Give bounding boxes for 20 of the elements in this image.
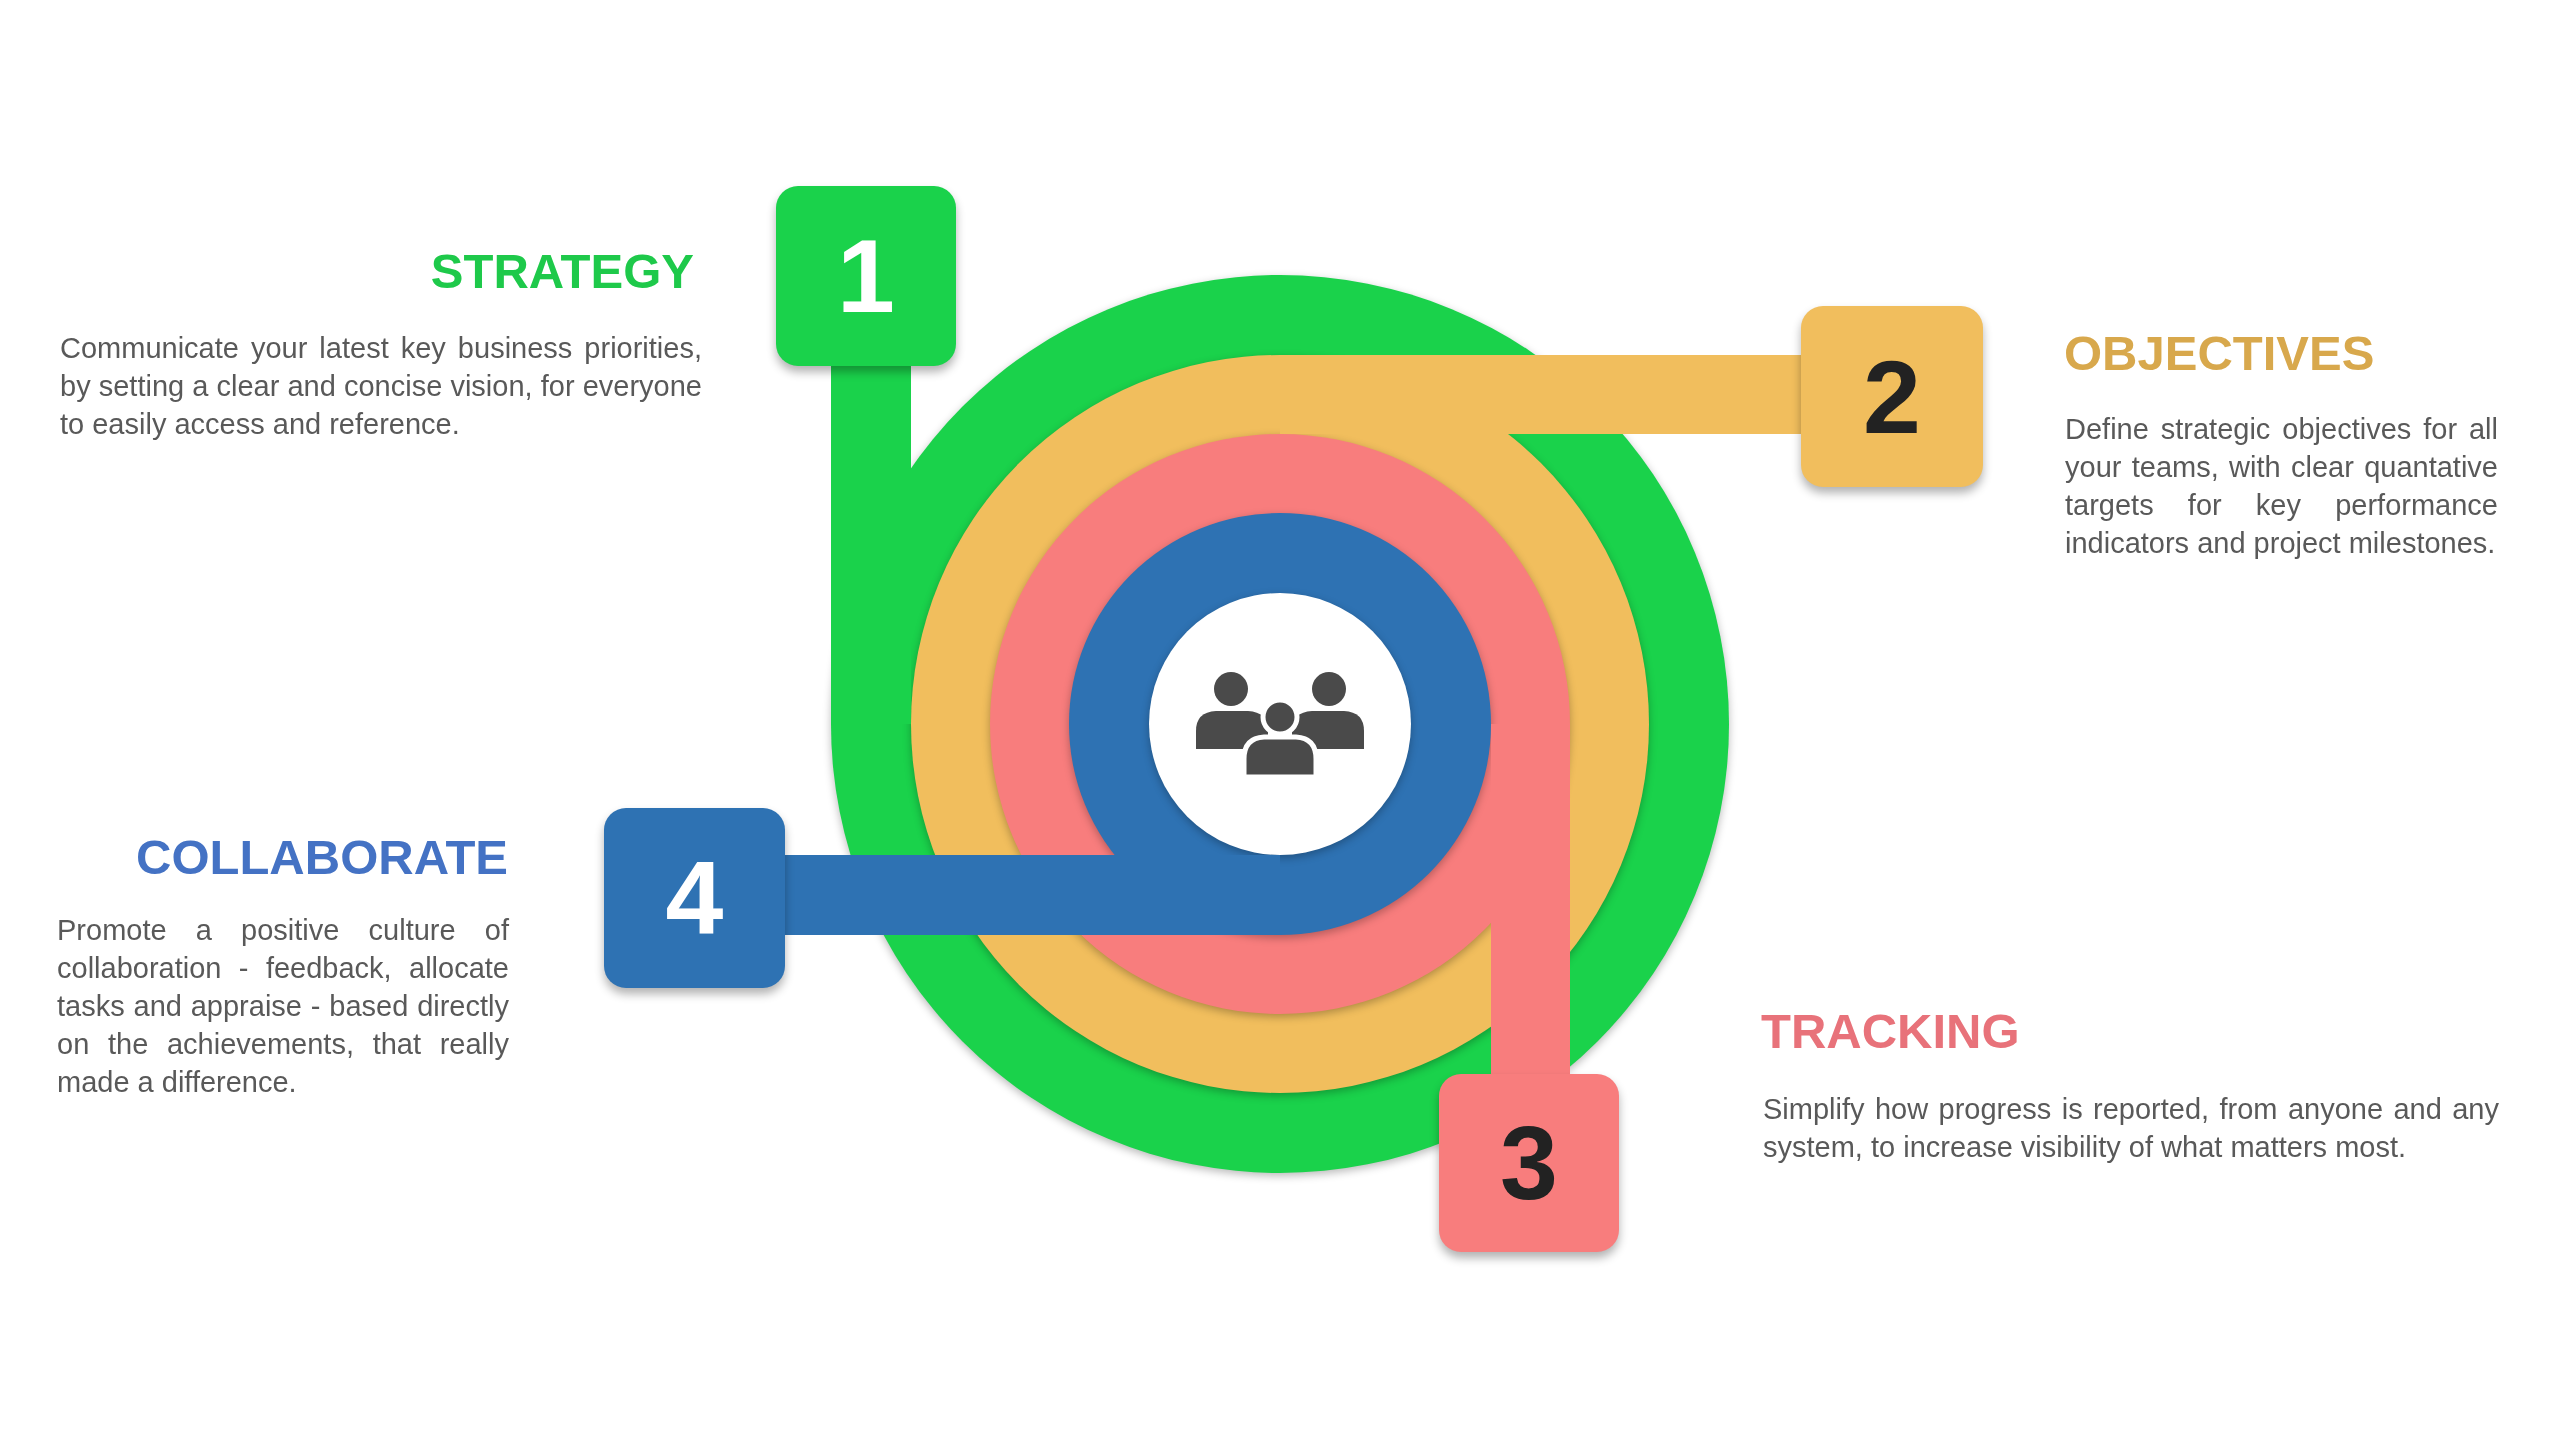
step-number-tile	[776, 186, 956, 366]
step-heading: OBJECTIVES	[2064, 325, 2375, 381]
step-number: 3	[1500, 1111, 1558, 1215]
step-description: Define strategic objectives for all your teams, with clear quantative targets for key performance indicators and project milestones.	[2065, 412, 2498, 561]
step-number-tile	[1439, 1074, 1619, 1252]
step-number: 2	[1863, 344, 1921, 449]
step-heading: COLLABORATE	[136, 829, 508, 885]
step-description: Communicate your latest key business priorities, by setting a clear and concise vision, for everyone to easily access and reference.	[60, 331, 702, 442]
connector-band	[1280, 355, 1801, 434]
step-description: Promote a positive culture of collaboration - feedback, allocate tasks and appraise - based directly on the achievements, that really made a difference.	[57, 913, 509, 1100]
step-heading: TRACKING	[1761, 1003, 2020, 1059]
step-number: 1	[837, 224, 895, 328]
step-description: Simplify how progress is reported, from anyone and any system, to increase visibility of what matters most.	[1763, 1092, 2499, 1165]
step-number-tile	[1801, 306, 1983, 487]
connector-band	[831, 366, 911, 724]
step-heading: STRATEGY	[430, 243, 694, 299]
step-number: 4	[665, 846, 724, 950]
connector-band	[1491, 724, 1570, 1074]
step-number-tile	[604, 808, 785, 988]
connector-band	[785, 855, 1280, 935]
